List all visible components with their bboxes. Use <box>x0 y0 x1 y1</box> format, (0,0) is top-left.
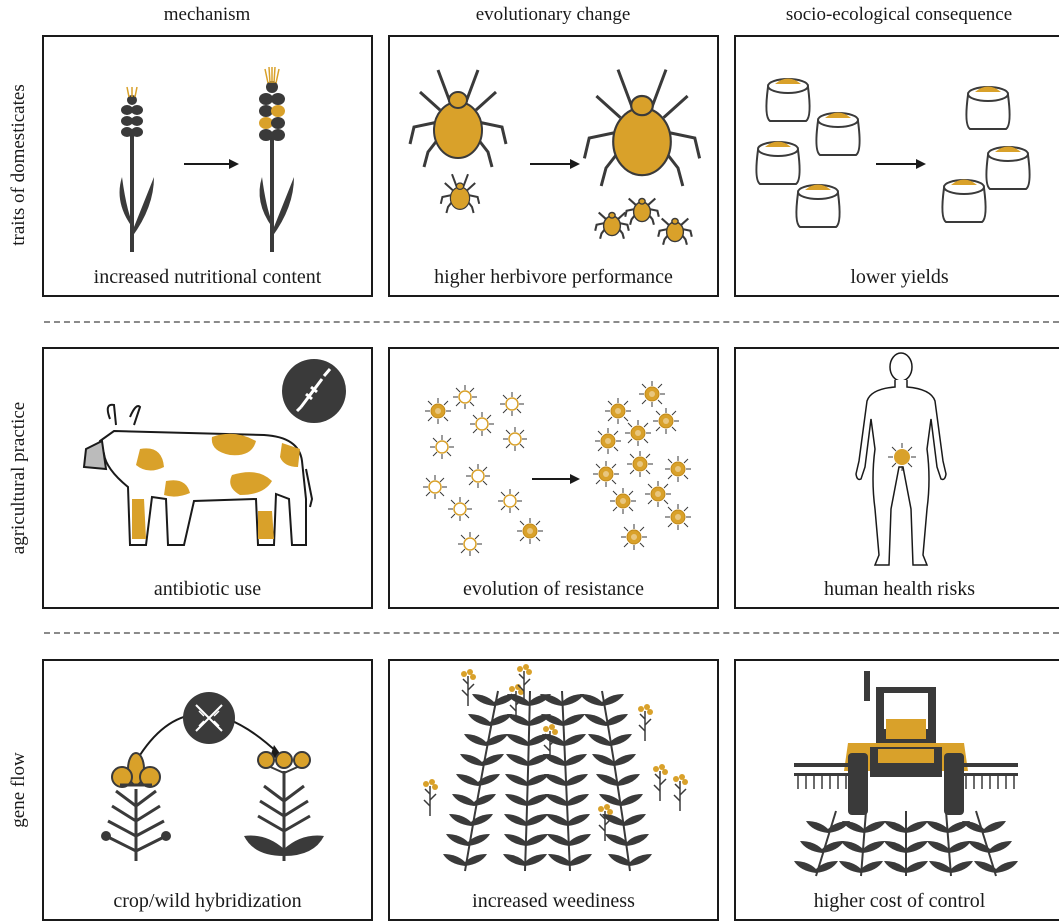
panel-caption: lower yields <box>850 266 949 288</box>
row-divider <box>44 321 1059 323</box>
panel-crop-wild-hybridization: crop/wild hybridization <box>42 659 373 921</box>
panel-caption: crop/wild hybridization <box>113 890 302 912</box>
panel-caption: increased weediness <box>472 890 635 912</box>
panel-caption: higher herbivore performance <box>434 266 673 288</box>
tractor-icon <box>794 671 1018 877</box>
panel-increased-nutritional-content: increased nutritional content <box>42 35 373 297</box>
panel-caption: antibiotic use <box>153 578 262 600</box>
panel-human-health-risks: human health risks <box>734 347 1059 609</box>
aphid-icon <box>408 69 702 246</box>
wheat-icon <box>119 66 294 252</box>
row-label-agricultural-practice: agricultural practice <box>8 401 29 555</box>
human-body-icon <box>855 352 947 566</box>
panel-caption: evolution of resistance <box>462 578 645 600</box>
bacteria-icon <box>422 380 692 557</box>
panel-increased-weediness: increased weediness <box>388 659 719 921</box>
panel-caption: increased nutritional content <box>93 266 322 288</box>
panel-higher-cost-of-control: higher cost of control <box>734 659 1059 921</box>
panel-lower-yields: lower yields <box>734 35 1059 297</box>
row-divider <box>44 632 1059 634</box>
cow-icon <box>82 359 346 546</box>
panel-evolution-of-resistance: evolution of resistance <box>388 347 719 609</box>
column-header-evolutionary-change: evolutionary change <box>475 4 631 25</box>
row-label-traits-of-domesticates: traits of domesticates <box>8 84 29 246</box>
panel-caption: human health risks <box>823 578 976 600</box>
grain-sack-icon <box>755 77 1031 228</box>
panel-antibiotic-use: antibiotic use <box>42 347 373 609</box>
weed-icon <box>422 663 689 872</box>
panel-caption: higher cost of control <box>813 890 986 912</box>
row-label-gene-flow: gene flow <box>8 752 29 828</box>
column-header-mechanism: mechanism <box>163 4 251 25</box>
panel-higher-herbivore-performance: higher herbivore performance <box>388 35 719 297</box>
dna-icon <box>101 692 324 861</box>
column-header-socio-ecological-consequence: socio-ecological consequence <box>785 4 1013 25</box>
